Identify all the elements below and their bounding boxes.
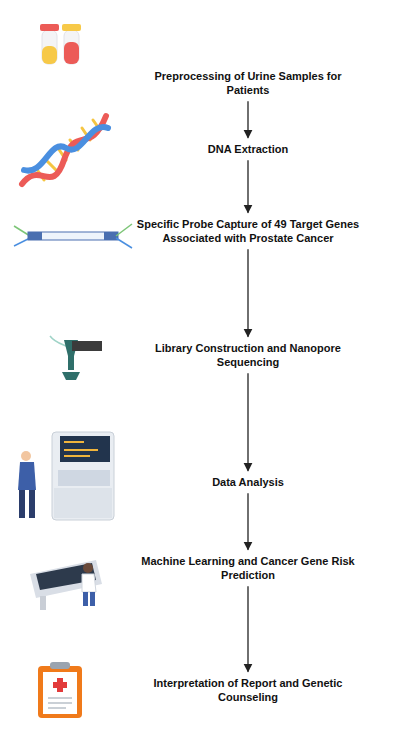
process-step: Library Construction and Nanopore Sequen…: [132, 341, 364, 370]
step-label: Specific Probe Capture of 49 Target Gene…: [132, 217, 364, 246]
step-label: Data Analysis: [132, 475, 364, 489]
dna-helix-icon: [22, 116, 108, 184]
flow-arrow: [247, 101, 248, 138]
workstation-icon: [18, 432, 114, 520]
ml-station-icon: [30, 560, 102, 610]
flow-arrow: [247, 586, 248, 671]
process-step: Preprocessing of Urine Samples for Patie…: [132, 69, 364, 98]
nanopore-icon: [50, 336, 102, 380]
flow-arrow: [247, 160, 248, 213]
step-label: Interpretation of Report and Genetic Cou…: [132, 676, 364, 705]
process-step: DNA Extraction: [132, 142, 364, 156]
flow-arrow: [247, 373, 248, 471]
step-label: DNA Extraction: [132, 142, 364, 156]
test-tubes-icon: [40, 24, 81, 64]
process-step: Machine Learning and Cancer Gene Risk Pr…: [132, 554, 364, 583]
flow-arrow: [247, 493, 248, 550]
flow-arrow: [247, 249, 248, 336]
process-step: Interpretation of Report and Genetic Cou…: [132, 676, 364, 705]
step-label: Preprocessing of Urine Samples for Patie…: [132, 69, 364, 98]
step-label: Library Construction and Nanopore Sequen…: [132, 341, 364, 370]
process-step: Data Analysis: [132, 475, 364, 489]
report-clipboard-icon: [38, 662, 82, 718]
step-label: Machine Learning and Cancer Gene Risk Pr…: [132, 554, 364, 583]
process-step: Specific Probe Capture of 49 Target Gene…: [132, 217, 364, 246]
probe-icon: [14, 224, 132, 248]
